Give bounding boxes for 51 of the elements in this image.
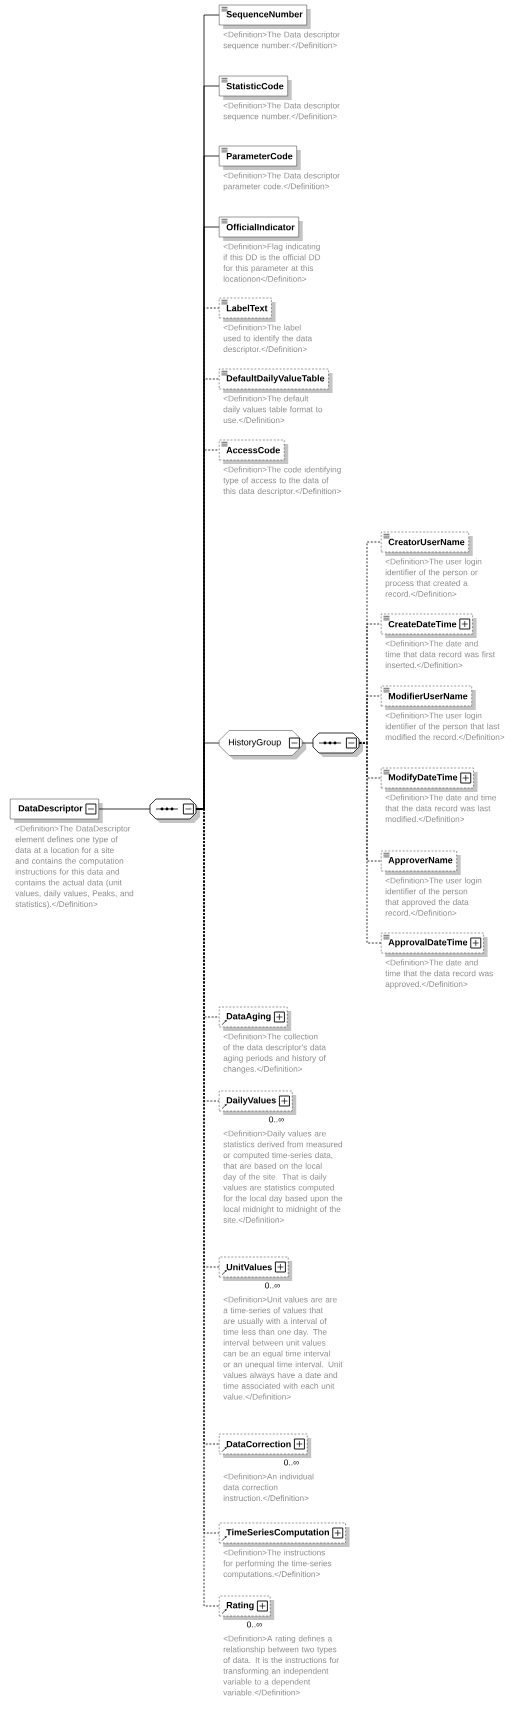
definition-text: <Definition>An individual data correction instruction.</Definition> bbox=[223, 1473, 314, 1501]
element-box: SequenceNumber bbox=[219, 4, 311, 29]
definition-text: <Definition>The user login identifier of the person or process that created a record.</Definition> bbox=[385, 558, 482, 597]
definition-text: <Definition>Daily values are statistics derived from measured or computed time-series data, that are based on the local day of the site. That is daily values are statistics computed for the local day based upon the local midnight to midnight of the site.</Definition> bbox=[223, 1130, 343, 1223]
element-box: DefaultDailyValueTable bbox=[219, 368, 333, 393]
definition-text: <Definition>The code identifying type of access to the data of this data descriptor.</Definition> bbox=[223, 466, 341, 496]
definition-text: <Definition>The user login identifier of the person that last modified the record.</Definition> bbox=[385, 712, 505, 741]
element-box: CreateDateTime bbox=[381, 613, 477, 638]
cardinality-label: 0..∞ bbox=[284, 1459, 299, 1466]
definition-text: <Definition>The Data descriptor parameter code.</Definition> bbox=[223, 172, 340, 191]
connector bbox=[302, 742, 314, 744]
connector bbox=[98, 808, 151, 810]
connector bbox=[196, 742, 220, 810]
cardinality-label: 0..∞ bbox=[269, 1116, 284, 1123]
element-box: TimeSeriesComputation bbox=[219, 1522, 350, 1547]
element-box: OfficialIndicator bbox=[219, 216, 303, 241]
sequence-compositor bbox=[312, 732, 363, 757]
definition-text: <Definition>The instructions for performing the time-series computations.</Definition> bbox=[223, 1549, 332, 1579]
element-box: CreatorUserName bbox=[381, 531, 473, 556]
element-box: Rating bbox=[219, 1595, 275, 1620]
definition-text: <Definition>The Data descriptor sequence number.</Definition> bbox=[223, 31, 340, 50]
definition-text: <Definition>Flag indicating if this DD is the official DD for this parameter at this locationon</Definition> bbox=[223, 243, 321, 282]
definition-text: <Definition>The default daily values table format to use.</Definition> bbox=[223, 395, 323, 424]
sequence-compositor bbox=[149, 798, 200, 823]
element-box: AccessCode bbox=[219, 439, 289, 464]
definition-text: <Definition>The date and time that the data record was approved.</Definition> bbox=[385, 959, 493, 989]
element-box: DataCorrection bbox=[219, 1433, 312, 1458]
cardinality-label: 0..∞ bbox=[265, 1282, 280, 1289]
definition-text: <Definition>The user login identifier of the person that approved the data record.</Definition> bbox=[385, 877, 482, 916]
definition-text: <Definition>The collection of the data descriptor's data aging periods and history of changes.</Definition> bbox=[223, 1033, 326, 1074]
element-box: ApprovalDateTime bbox=[381, 932, 488, 957]
element-box: ApproverName bbox=[381, 850, 461, 875]
definition-text: <Definition>The label used to identify the data descriptor.</Definition> bbox=[223, 324, 313, 354]
element-box: DataAging bbox=[219, 1006, 292, 1031]
group-box: HistoryGroup bbox=[219, 730, 307, 760]
definition-text: <Definition>Unit values are are a time-series of values that are usually with a interval of time less than one day. The interval between unit values can be an equal time interval or an unequal time interval. Unit values always have a date and time associated with each unit value.</Definition> bbox=[223, 1296, 343, 1400]
definition-text: <Definition>The DataDescriptor element defines one type of data at a location for a site and contains the computation instructions for this data and contains the actual data (unit values, daily values, Peaks, and statistics).</Definition> bbox=[15, 825, 134, 909]
cardinality-label: 0..∞ bbox=[247, 1621, 262, 1628]
connector bbox=[359, 742, 382, 944]
element-box: ModifierUserName bbox=[381, 685, 476, 710]
element-box: DailyValues bbox=[219, 1090, 297, 1115]
element-box: ParameterCode bbox=[219, 145, 301, 170]
element-box: UnitValues bbox=[219, 1256, 293, 1281]
element-box: LabelText bbox=[219, 297, 276, 322]
definition-text: <Definition>The date and time that data record was first inserted.</Definition> bbox=[385, 640, 495, 669]
definition-text: <Definition>A rating defines a relationship between two types of data. It is the instructions for transforming an independent variable to a dependent variable.</Definition> bbox=[223, 1635, 339, 1696]
definition-text: <Definition>The date and time that the data record was last modified.</Definition> bbox=[385, 794, 497, 823]
element-box: DataDescriptor bbox=[10, 798, 103, 823]
definition-text: <Definition>The Data descriptor sequence number.</Definition> bbox=[223, 102, 340, 121]
element-box: StatisticCode bbox=[219, 75, 292, 100]
element-box: ModifyDateTime bbox=[381, 767, 478, 792]
